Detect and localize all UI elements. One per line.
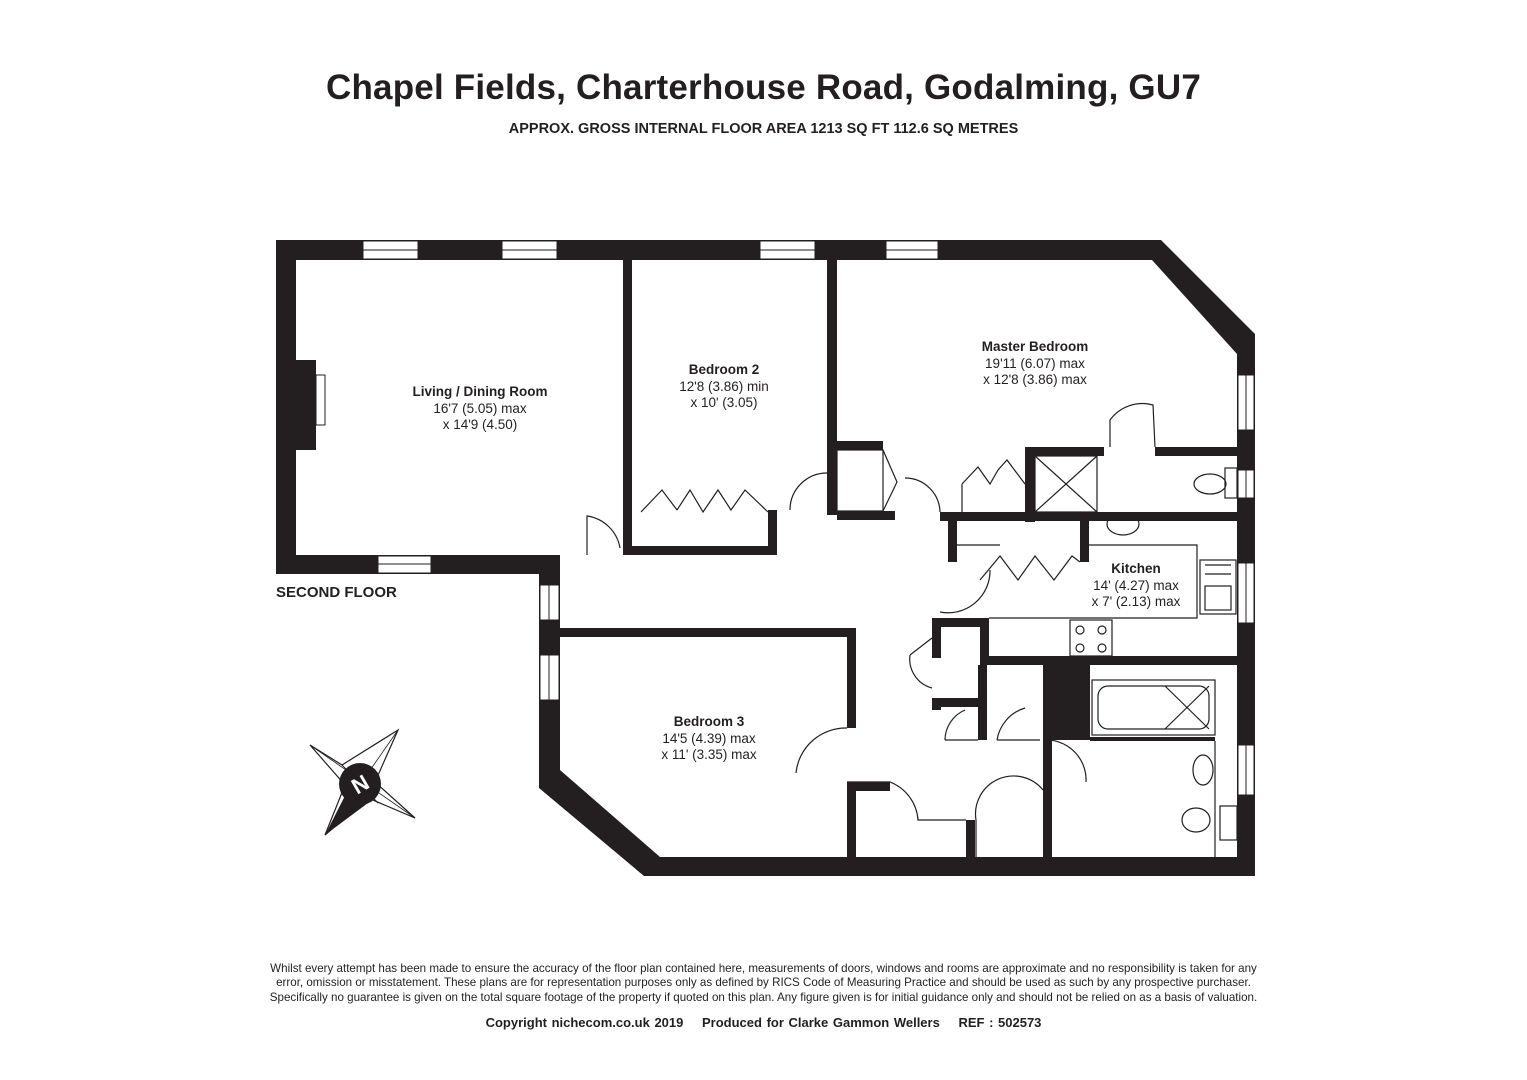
floor-area-subtitle: APPROX. GROSS INTERNAL FLOOR AREA 1213 S… [508,121,1019,137]
room-kitchen: Kitchen 14' (4.27) max x 7' (2.13) max [1072,561,1200,611]
room-name: Master Bedroom [981,339,1089,354]
room-dimension: 19'11 (6.07) max [985,355,1085,371]
wardrobes [640,449,1081,582]
room-dimension: 16'7 (5.05) max [433,400,527,416]
room-name: Bedroom 3 [673,714,745,729]
page-title: Chapel Fields, Charterhouse Road, Godalm… [325,68,1201,107]
room-dimension: x 7' (2.13) max [1091,594,1181,609]
copyright: Copyright nichecom.co.uk 2019 [485,1015,684,1030]
room-dimension: 12'8 (3.86) min [679,378,769,394]
disclaimer-line: error, omission or misstatement. These p… [276,976,1251,990]
produced-for: Produced for Clarke Gammon Wellers [702,1015,940,1030]
compass-icon: N [309,728,416,836]
room-master-bedroom: Master Bedroom 19'11 (6.07) max x 12'8 (… [950,339,1120,389]
floor-label: SECOND FLOOR [276,584,397,601]
window-sashes [363,249,1247,795]
room-dimension: x 11' (3.35) max [661,747,757,762]
interior-walls [560,260,1237,857]
kitchen-fittings [989,544,1237,657]
hearth [315,374,326,426]
room-living-dining: Living / Dining Room 16'7 (5.05) max x 1… [370,384,590,434]
disclaimer-line: Whilst every attempt has been made to en… [270,962,1257,975]
room-name: Kitchen [1111,561,1161,576]
disclaimer-line: Specifically no guarantee is given on th… [269,990,1258,1004]
room-name: Bedroom 2 [688,362,760,377]
room-dimension: x 10' (3.05) [690,395,758,410]
room-dimension: x 12'8 (3.86) max [983,372,1087,387]
room-dimension: x 14'9 (4.50) [442,417,518,432]
credits: Copyright nichecom.co.uk 2019 Produced f… [0,1015,1527,1030]
room-dimension: 14'5 (4.39) max [662,730,756,746]
bathroom-fittings [1034,455,1238,857]
room-bedroom-2: Bedroom 2 12'8 (3.86) min x 10' (3.05) [644,362,804,412]
room-bedroom-3: Bedroom 3 14'5 (4.39) max x 11' (3.35) m… [634,714,784,764]
reference-number: REF : 502573 [958,1015,1042,1030]
doors [586,402,1156,857]
disclaimer: Whilst every attempt has been made to en… [200,962,1327,1005]
room-dimension: 14' (4.27) max [1093,577,1179,593]
room-name: Living / Dining Room [412,384,548,399]
